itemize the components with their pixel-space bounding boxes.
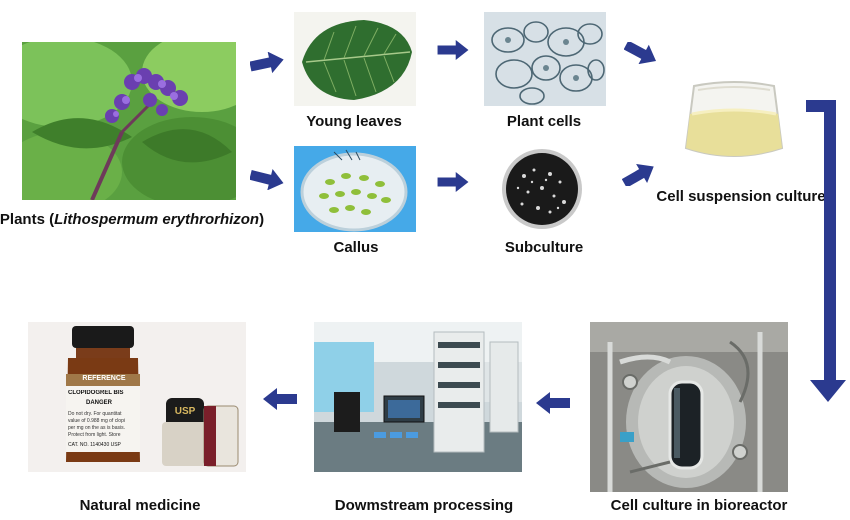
bottle-line-3: per mg on the as is basis. (68, 425, 125, 431)
arrow-shape (250, 169, 284, 190)
arrow-suspension-to-bioreactor (806, 96, 848, 408)
arrow-subculture-to-suspension (622, 164, 656, 186)
bottle-line-2: value of 0.988 mg of clopi (68, 418, 125, 424)
bottle-reference-text: REFERENCE (82, 375, 126, 382)
arrow-leaves-to-cells (436, 40, 470, 60)
label-subculture: Subculture (504, 239, 584, 256)
subculture-dish-photo (494, 146, 590, 232)
bottle-cap-text: USP (174, 406, 196, 417)
label-callus: Callus (333, 239, 379, 256)
label-young-leaves: Young leaves (306, 113, 402, 130)
callus-petri-dish-photo (294, 146, 416, 232)
bioreactor-photo (590, 322, 788, 492)
arrow-shape (263, 388, 297, 410)
natural-medicine-photo: REFERENCE CLOPIDOGREL BIS DANGER Do not … (28, 322, 246, 472)
arrow-cells-to-suspension (624, 42, 658, 64)
downstream-lab-photo (314, 322, 522, 472)
young-leaf-photo (294, 12, 416, 106)
label-natural-medicine: Natural medicine (79, 497, 201, 514)
plant-cells-micrograph (484, 12, 606, 106)
bracket-arrow-shape (806, 100, 846, 402)
label-plants: Plants (Lithospermum erythrorhizon) (0, 211, 265, 228)
plant-photo (22, 42, 236, 200)
label-plant-cells: Plant cells (506, 113, 582, 130)
arrow-shape (536, 392, 570, 414)
bottle-product-text: CLOPIDOGREL BIS (68, 390, 124, 396)
bottle-line-1: Do not dry. For quantitat (68, 411, 122, 417)
arrow-shape (250, 52, 284, 74)
arrow-shape (437, 172, 469, 192)
label-plants-species: Lithospermum erythrorhizon (54, 211, 260, 228)
cell-suspension-flask-photo (678, 78, 790, 164)
label-downstream: Dowmstream processing (334, 497, 514, 514)
arrow-plants-to-callus (250, 168, 284, 190)
label-cell-suspension: Cell suspension culture (656, 188, 826, 205)
arrow-downstream-to-medicine (262, 388, 298, 410)
arrow-shape (437, 40, 469, 60)
arrow-shape (624, 42, 657, 64)
bottle-line-4: Protect from light. Store (68, 432, 121, 438)
bottle-catalog-text: CAT. NO. 1140430 USP (68, 442, 121, 448)
arrow-shape (622, 164, 654, 186)
label-bioreactor: Cell culture in bioreactor (610, 497, 788, 514)
arrow-plants-to-leaves (250, 52, 284, 74)
bottle-danger-text: DANGER (86, 400, 113, 406)
arrow-callus-to-subculture (436, 172, 470, 192)
arrow-bioreactor-to-downstream (536, 392, 570, 414)
